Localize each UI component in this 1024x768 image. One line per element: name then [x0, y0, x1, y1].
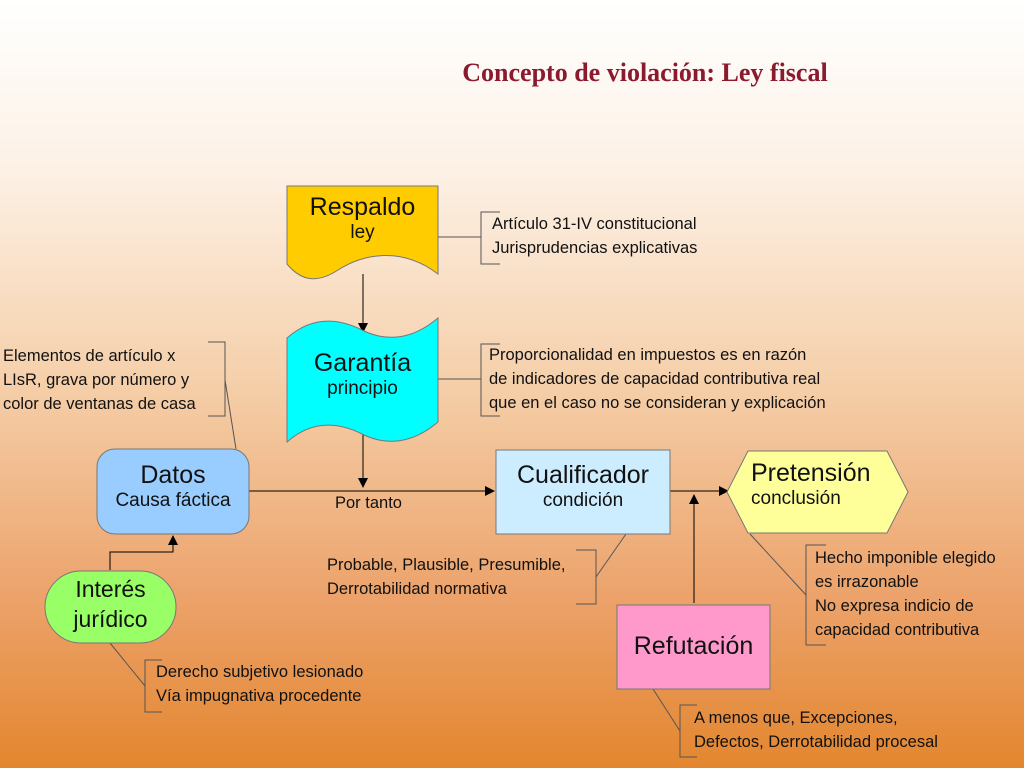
note-line: color de ventanas de casa	[3, 395, 196, 413]
note-line: de indicadores de capacidad contributiva…	[489, 370, 821, 388]
datos-note-bracket	[208, 341, 226, 417]
note-line: Derecho subjetivo lesionado	[156, 663, 364, 681]
datos-label: Datos Causa fáctica	[97, 461, 249, 512]
interes-node	[44, 570, 177, 644]
cualificador-label: Cualificador condición	[496, 461, 670, 512]
por-tanto-label: Por tanto	[335, 494, 402, 512]
interes-to-datos-arrow	[109, 535, 178, 570]
respaldo-subtitle: ley	[350, 221, 375, 243]
interes-label: Interés jurídico	[45, 575, 176, 635]
datos-note-leader	[224, 379, 237, 450]
datos-node	[96, 448, 250, 535]
note-line: que en el caso no se consideran y explic…	[489, 394, 826, 412]
interes-subtitle: jurídico	[73, 605, 148, 632]
note-line: Defectos, Derrotabilidad procesal	[694, 733, 938, 751]
diagram-title: Concepto de violación: Ley fiscal	[462, 58, 828, 87]
garantia-note-bracket	[480, 343, 500, 417]
interes-note-leader	[109, 642, 146, 687]
note-line: Elementos de artículo x	[3, 347, 176, 365]
pretension-note: Hecho imponible elegido es irrazonable N…	[815, 546, 996, 642]
datos-note: Elementos de artículo x LIsR, grava por …	[3, 344, 196, 416]
pretension-node	[726, 450, 909, 534]
garantia-note: Proporcionalidad en impuestos es en razó…	[489, 343, 826, 415]
respaldo-node	[286, 185, 439, 280]
refutacion-title: Refutación	[633, 632, 754, 660]
refutacion-node	[616, 604, 771, 690]
garantia-node	[286, 316, 439, 444]
note-line: capacidad contributiva	[815, 621, 980, 639]
pretension-label: Pretensión conclusión	[751, 459, 901, 510]
note-line: No expresa indicio de	[815, 597, 974, 615]
cualificador-title: Cualificador	[516, 461, 649, 489]
note-line: Hecho imponible elegido	[815, 549, 996, 567]
garantia-subtitle: principio	[327, 377, 398, 399]
note-line: Proporcionalidad en impuestos es en razó…	[489, 346, 807, 364]
cualificador-note-leader	[595, 533, 627, 578]
note-line: es irrazonable	[815, 573, 919, 591]
note-line: Jurisprudencias explicativas	[492, 239, 698, 257]
refutacion-label: Refutación	[617, 632, 770, 661]
note-line: Probable, Plausible, Presumible,	[327, 556, 566, 574]
refutacion-note-leader	[652, 688, 681, 732]
cualificador-subtitle: condición	[542, 489, 624, 511]
cualificador-note: Probable, Plausible, Presumible, Derrota…	[327, 553, 565, 601]
respaldo-note-bracket	[480, 211, 500, 265]
note-line: LIsR, grava por número y	[3, 371, 190, 389]
datos-subtitle: Causa fáctica	[115, 489, 231, 511]
datos-title: Datos	[140, 461, 206, 489]
note-line: Artículo 31-IV constitucional	[492, 215, 697, 233]
note-line: Vía impugnativa procedente	[156, 687, 362, 705]
interes-title: Interés	[75, 576, 146, 602]
respaldo-title: Respaldo	[309, 193, 416, 221]
refutacion-note: A menos que, Excepciones, Defectos, Derr…	[694, 706, 938, 754]
cualificador-note-bracket	[576, 549, 597, 605]
respaldo-label: Respaldo ley	[287, 193, 438, 244]
pretension-subtitle: conclusión	[751, 487, 841, 509]
note-line: A menos que, Excepciones,	[694, 709, 898, 727]
pretension-note-leader	[749, 533, 807, 596]
cualificador-node	[495, 449, 671, 535]
interes-note: Derecho subjetivo lesionado Vía impugnat…	[156, 660, 363, 708]
respaldo-note: Artículo 31-IV constitucional Jurisprude…	[492, 212, 697, 260]
note-line: Derrotabilidad normativa	[327, 580, 507, 598]
pretension-title: Pretensión	[751, 459, 871, 487]
garantia-label: Garantía principio	[287, 349, 438, 400]
garantia-title: Garantía	[313, 349, 412, 377]
